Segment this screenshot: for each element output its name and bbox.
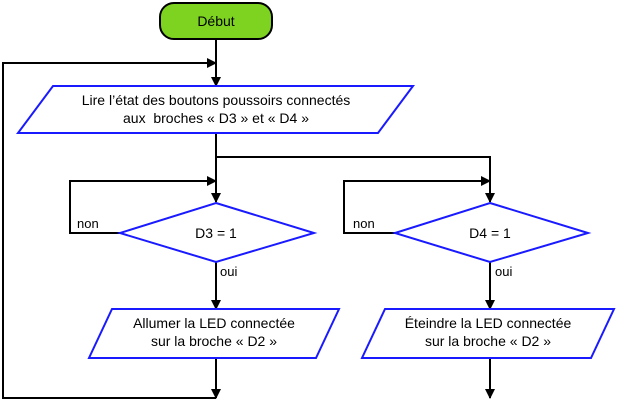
decision-d4: D4 = 1 non oui	[353, 201, 592, 279]
decision-d3: D3 = 1 non oui	[77, 201, 318, 279]
start-label: Début	[197, 13, 234, 29]
arrow-read-to-d4	[216, 156, 495, 203]
arrow-d4-no-loop	[343, 176, 491, 234]
decision-d3-condition: D3 = 1	[195, 225, 237, 241]
decision-d4-yes-label: oui	[495, 264, 512, 279]
arrow-d3-no-loop	[69, 176, 217, 234]
start-shape	[159, 2, 273, 40]
decision-d3-yes-label: oui	[220, 264, 237, 279]
led-off-node: Éteindre la LED connectée sur la broche …	[360, 308, 616, 359]
read-buttons-line2: aux broches « D3 » et « D4 »	[123, 110, 309, 126]
read-buttons-node: Lire l’état des boutons poussoirs connec…	[16, 85, 415, 134]
led-on-node: Allumer la LED connectée sur la broche «…	[87, 308, 341, 359]
led-off-line1: Éteindre la LED connectée	[405, 315, 572, 331]
decision-d4-shape	[391, 201, 592, 264]
led-on-line1: Allumer la LED connectée	[133, 315, 295, 331]
read-buttons-line1: Lire l’état des boutons poussoirs connec…	[82, 92, 351, 108]
start-node: Début	[159, 2, 273, 40]
decision-d4-no-label: non	[353, 216, 375, 231]
led-off-shape	[360, 308, 616, 359]
connectors	[2, 39, 495, 399]
led-on-line2: sur la broche « D2 »	[151, 333, 277, 349]
read-buttons-shape	[16, 85, 415, 134]
decision-d3-shape	[116, 201, 318, 264]
decision-d4-condition: D4 = 1	[469, 225, 511, 241]
decision-d3-no-label: non	[77, 216, 99, 231]
arrow-loop-main	[2, 58, 217, 399]
led-on-shape	[87, 308, 341, 359]
led-off-line2: sur la broche « D2 »	[425, 333, 551, 349]
